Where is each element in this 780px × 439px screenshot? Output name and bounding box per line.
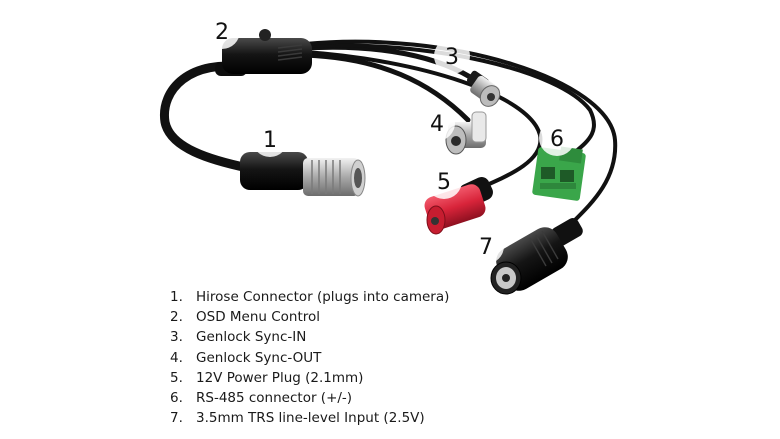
legend-number: 5. [170,369,183,386]
cable-to-trs [303,39,618,227]
legend-label: Hirose Connector (plugs into camera) [196,289,450,305]
legend-number: 1. [170,289,183,305]
legend-item: 4. Genlock Sync-OUT [170,348,449,368]
genlock-sync-in-bnc [466,70,501,107]
svg-text:3: 3 [445,45,459,70]
callouts: 1 2 3 4 5 6 7 [204,13,575,264]
legend-item: 2. OSD Menu Control [170,307,449,327]
callout-1: 1 [252,121,288,157]
legend-label: OSD Menu Control [196,309,321,326]
legend-label: 3.5mm TRS line-level Input (2.5V) [196,410,425,427]
main-cable [159,61,253,173]
cable-to-sync-out [302,52,471,123]
callout-4: 4 [419,105,455,141]
svg-text:4: 4 [430,112,444,137]
callout-7: 7 [468,228,504,264]
genlock-sync-out-bnc [445,111,487,155]
legend-item: 7. 3.5mm TRS line-level Input (2.5V) [170,408,449,428]
cable-to-rs485 [303,43,596,154]
legend-number: 7. [170,410,183,427]
callout-2: 2 [204,13,240,49]
trs-input-jack [490,218,583,295]
legend-item: 5. 12V Power Plug (2.1mm) [170,368,449,388]
legend-label: RS-485 connector (+/-) [196,390,353,407]
legend-item: 3. Genlock Sync-IN [170,327,449,347]
svg-text:2: 2 [215,20,229,45]
cable-to-power [303,50,543,190]
callout-5: 5 [426,163,462,199]
legend-number: 3. [170,329,183,346]
svg-text:5: 5 [437,170,451,195]
legend-item: 1. Hirose Connector (plugs into camera) [170,287,449,307]
legend-number: 2. [170,309,183,326]
cable-to-sync-in [302,44,481,85]
cables [159,39,618,227]
svg-text:7: 7 [479,235,493,260]
callout-6: 6 [539,120,575,156]
svg-text:6: 6 [550,127,564,152]
legend-item: 6. RS-485 connector (+/-) [170,388,449,408]
legend-label: Genlock Sync-IN [196,329,307,346]
hirose-connector [240,152,366,197]
osd-menu-control [215,29,312,76]
svg-text:1: 1 [263,128,277,153]
component-legend: 1. Hirose Connector (plugs into camera) … [170,287,449,428]
callout-3: 3 [434,38,470,74]
legend-number: 4. [170,349,183,366]
legend-label: Genlock Sync-OUT [196,349,322,366]
legend-label: 12V Power Plug (2.1mm) [196,369,364,386]
legend-number: 6. [170,390,183,407]
